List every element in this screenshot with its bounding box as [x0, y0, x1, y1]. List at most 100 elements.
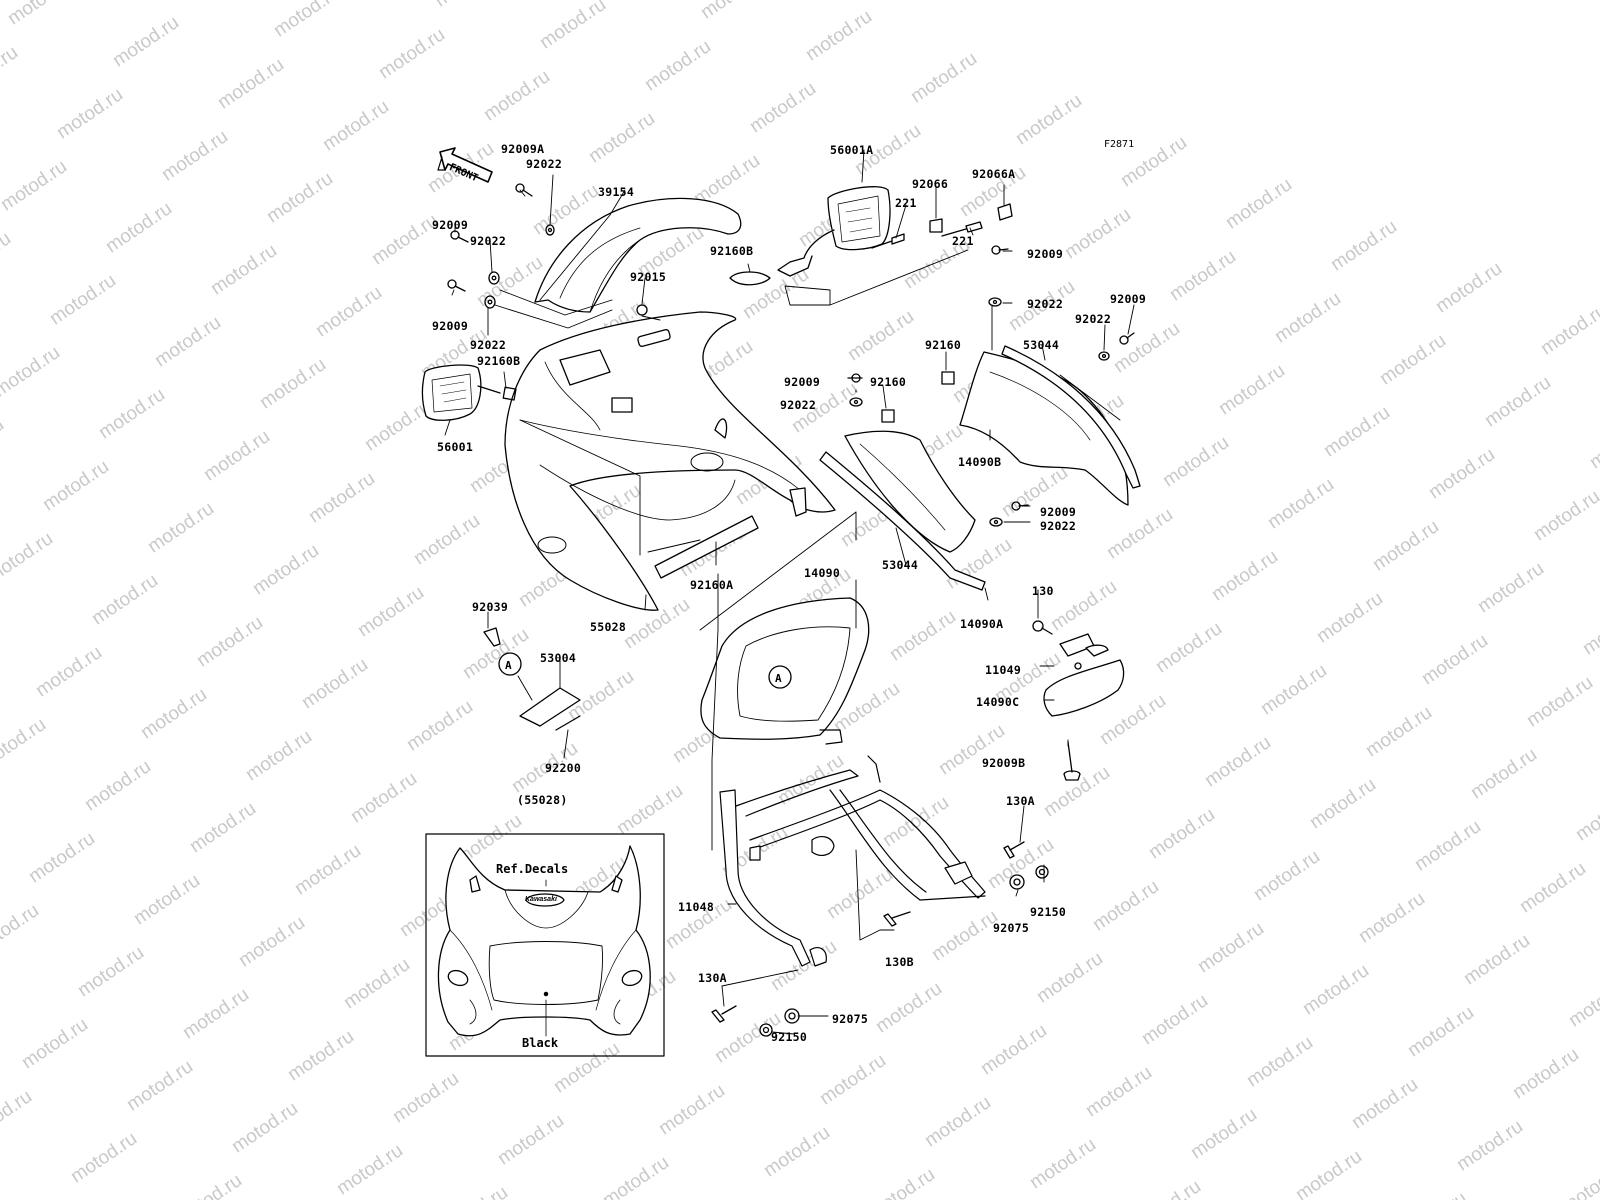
inset-brand-logo: Kawasaki — [525, 896, 557, 903]
leader-lines — [444, 149, 1135, 1035]
part-label-p48: 92150 — [771, 1030, 808, 1044]
part-label-p12: 92066 — [912, 177, 949, 191]
inner-panel-right-shape — [959, 351, 1129, 506]
part-label-p38: 11049 — [985, 663, 1022, 677]
bolt-icon — [883, 911, 911, 927]
grommet-icon — [997, 203, 1013, 221]
part-label-p39: 14090C — [976, 695, 1020, 709]
part-label-p30: 14090A — [960, 617, 1004, 631]
bolt-icon — [450, 230, 469, 243]
part-label-p20: 92022 — [1075, 312, 1112, 326]
part-label-p05: 92022 — [470, 234, 507, 248]
windscreen-shape — [534, 197, 742, 313]
part-label-p26: 14090B — [958, 455, 1002, 469]
bolt-icon — [1011, 501, 1029, 511]
bolt-icon — [447, 279, 466, 292]
part-label-p07: 92022 — [470, 338, 507, 352]
bolt-icon — [1063, 741, 1081, 781]
inset-ref-decals-label: Ref.Decals — [496, 862, 569, 876]
part-label-p37: 130 — [1032, 584, 1054, 598]
front-arrow-icon — [437, 147, 493, 183]
ref-marker-a: A — [505, 659, 512, 672]
part-label-p27: 92009 — [1040, 505, 1077, 519]
part-label-p04: 92009 — [432, 218, 469, 232]
upper-cowl-shape — [504, 311, 836, 611]
part-label-p36: 92200 — [545, 761, 582, 775]
washer-icon — [484, 295, 496, 309]
part-label-p14: 221 — [895, 196, 917, 210]
figure-code: F2871 — [1104, 139, 1135, 150]
part-label-p44: 11048 — [678, 900, 715, 914]
part-label-p25: 92022 — [780, 398, 817, 412]
washer-icon — [1098, 351, 1110, 361]
washer-icon — [989, 517, 1003, 527]
grommet-icon — [759, 1023, 773, 1037]
part-label-p18: 92022 — [1027, 297, 1064, 311]
washer-icon — [849, 397, 863, 407]
meter-panel-shape — [700, 597, 870, 740]
part-label-p17: 92009 — [1027, 247, 1064, 261]
bolt-icon — [991, 245, 1009, 255]
inset-box — [425, 833, 665, 1057]
bolt-icon — [1003, 841, 1025, 859]
grommet-icon — [929, 218, 943, 233]
part-label-p33: 14090 — [804, 566, 841, 580]
part-label-p24: 92160 — [870, 375, 907, 389]
part-label-p31: 92160A — [690, 578, 734, 592]
part-label-p08: 92015 — [630, 270, 667, 284]
clip-icon — [555, 715, 581, 731]
cushion-icon — [941, 371, 955, 385]
trim-strip-shape — [819, 451, 986, 591]
part-label-p15: 221 — [952, 234, 974, 248]
part-label-p01: 92009A — [501, 142, 545, 156]
part-label-p09: 92160B — [477, 354, 521, 368]
cushion-icon — [729, 271, 771, 286]
right-mirror-shape — [777, 186, 891, 277]
part-label-p21: 92160 — [925, 338, 962, 352]
trim-strip-shape — [1001, 345, 1141, 489]
bolt-icon — [1119, 332, 1135, 345]
part-label-p03: 39154 — [598, 185, 635, 199]
mirror-bolt-icon — [871, 233, 905, 249]
part-label-p46: 130A — [698, 971, 727, 985]
bolt-icon — [847, 373, 863, 383]
part-label-p42: 92150 — [1030, 905, 1067, 919]
part-label-p45: 130B — [885, 955, 914, 969]
ref-marker-a-panel: A — [775, 672, 782, 685]
left-mirror-shape — [421, 364, 517, 421]
inset-cowl-shape — [437, 845, 651, 1037]
bolt-icon — [515, 183, 533, 197]
part-label-p41: 130A — [1006, 794, 1035, 808]
bolt-icon — [1032, 620, 1053, 635]
part-label-p19: 92009 — [1110, 292, 1147, 306]
part-label-p11: 56001A — [830, 143, 874, 157]
mirror-bolt-icon — [941, 221, 983, 237]
part-label-p28: 92022 — [1040, 519, 1077, 533]
collar-icon — [784, 1008, 800, 1024]
part-label-p40: 92009B — [982, 756, 1026, 770]
collar-icon — [1009, 874, 1025, 890]
seal-strip-shape — [654, 515, 759, 579]
inset-black-label: Black — [522, 1036, 559, 1050]
part-label-p35: 53004 — [540, 651, 577, 665]
part-label-p16: 92160B — [710, 244, 754, 258]
washer-icon — [545, 224, 555, 236]
bolt-icon — [711, 1005, 737, 1023]
part-label-p47: 92075 — [832, 1012, 869, 1026]
part-label-p22: 53044 — [1023, 338, 1060, 352]
washer-icon — [988, 297, 1002, 307]
part-label-p32: 55028 — [590, 620, 627, 634]
decal-shape — [519, 687, 581, 727]
bracket-shape — [1043, 633, 1125, 717]
ref-marker-a-circle — [498, 652, 522, 676]
part-label-p34: 92039 — [472, 600, 509, 614]
part-label-p29: 53044 — [882, 558, 919, 572]
cushion-icon — [881, 409, 895, 423]
part-label-p10: 56001 — [437, 440, 474, 454]
part-label-p02: 92022 — [526, 157, 563, 171]
part-label-p43: 92075 — [993, 921, 1030, 935]
fastener-icon — [483, 627, 501, 647]
part-label-p23: 92009 — [784, 375, 821, 389]
